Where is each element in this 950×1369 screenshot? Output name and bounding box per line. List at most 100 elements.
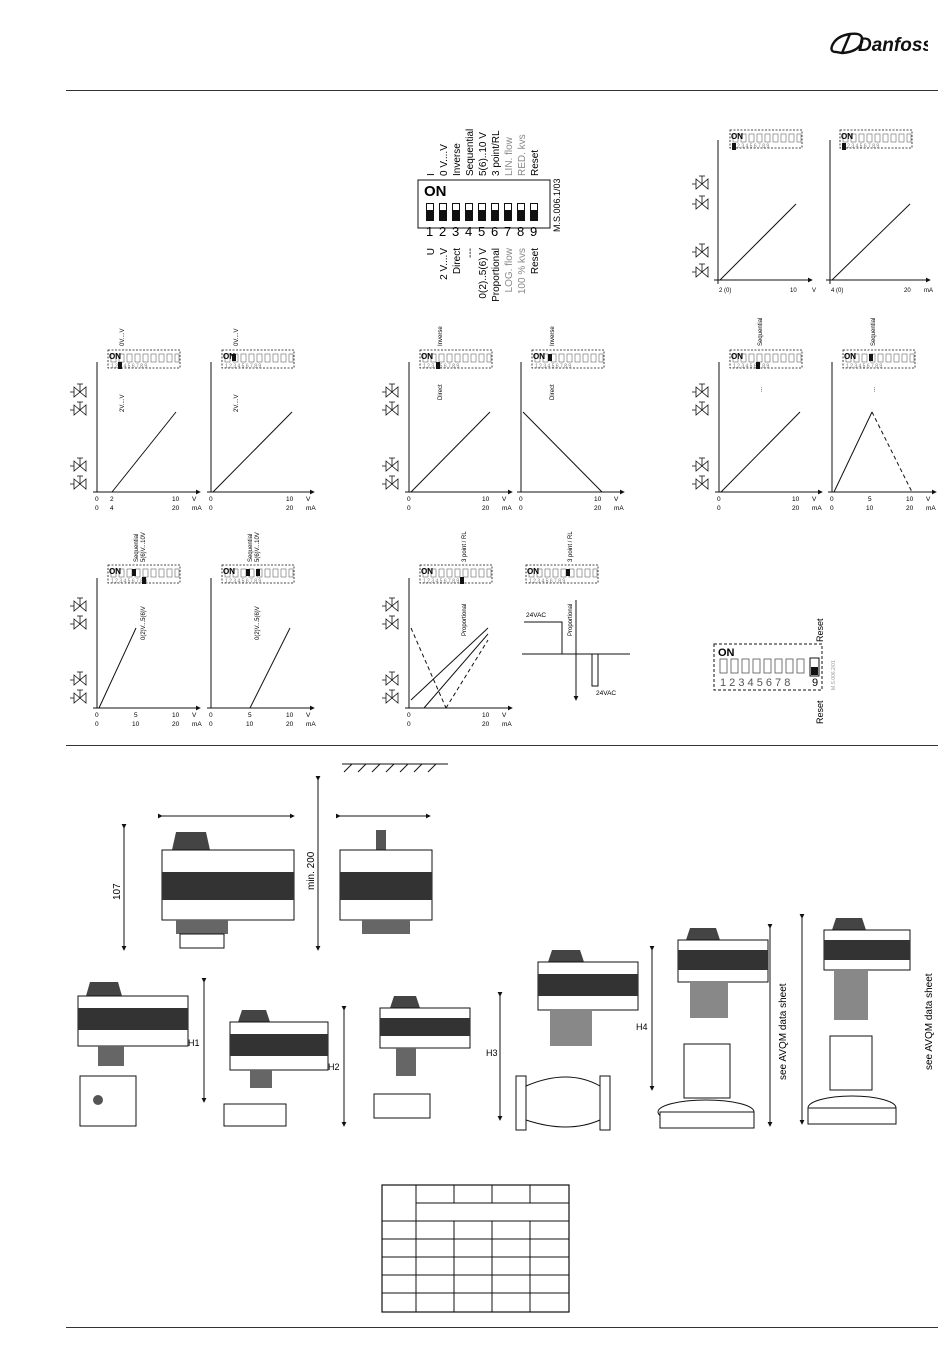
- svg-text:0: 0: [95, 721, 99, 728]
- svg-text:0(2)V...5(6)V: 0(2)V...5(6)V: [255, 606, 261, 640]
- svg-text:0: 0: [95, 505, 99, 512]
- svg-text:ON: ON: [533, 352, 545, 361]
- svg-text:0: 0: [407, 712, 411, 719]
- svg-text:0: 0: [407, 721, 411, 728]
- svg-text:...: ...: [871, 387, 877, 392]
- svg-text:10: 10: [172, 712, 180, 719]
- svg-text:20: 20: [482, 505, 490, 512]
- footer-rule: [66, 1327, 938, 1328]
- valve-assembly-h3: H3: [373, 991, 503, 1121]
- svg-text:Sequential: Sequential: [871, 318, 877, 346]
- dip-bottom-8: 100 % kvs: [517, 248, 528, 294]
- svg-text:Sequential: Sequential: [758, 318, 764, 346]
- dip-bottom-5: 0(2)..5(6) V: [478, 248, 489, 299]
- svg-text:V: V: [812, 496, 817, 503]
- dip-top-4: Sequential: [465, 129, 476, 176]
- actuator-side-view: 107: [112, 813, 295, 951]
- svg-text:0: 0: [830, 505, 834, 512]
- valve-assembly-h1: H1: [77, 977, 207, 1127]
- svg-text:10: 10: [286, 712, 294, 719]
- svg-text:5: 5: [868, 496, 872, 503]
- dip-num-6: 6: [491, 224, 498, 239]
- svg-text:ON: ON: [731, 132, 743, 141]
- svg-text:0: 0: [519, 496, 523, 503]
- svg-text:10: 10: [482, 496, 490, 503]
- svg-text:mA: mA: [926, 505, 936, 512]
- svg-text:5(6)V...10V: 5(6)V...10V: [255, 532, 261, 562]
- svg-text:ON: ON: [844, 352, 856, 361]
- svg-text:Reset: Reset: [815, 618, 825, 642]
- svg-text:0: 0: [830, 496, 834, 503]
- svg-text:0: 0: [209, 496, 213, 503]
- svg-text:5: 5: [134, 712, 138, 719]
- dip-num-1: 1: [426, 224, 433, 239]
- svg-text:10: 10: [246, 721, 254, 728]
- dip-code: M.S.006.1/03: [552, 178, 562, 232]
- svg-text:2: 2: [110, 496, 114, 503]
- svg-text:ON: ON: [718, 647, 735, 659]
- dip-bottom-1: U: [426, 248, 437, 255]
- dip-bottom-4: ---: [465, 248, 476, 258]
- svg-text:0: 0: [209, 712, 213, 719]
- dim-min-200: min. 200: [306, 851, 317, 890]
- svg-text:4: 4: [110, 505, 114, 512]
- svg-text:ON: ON: [223, 352, 235, 361]
- svg-text:V: V: [926, 496, 931, 503]
- svg-text:mA: mA: [614, 505, 624, 512]
- svg-text:24VAC: 24VAC: [526, 612, 546, 619]
- graph-sequential-split-a: ON Sequential 5(6)V...10V 0(2)V...5(6)V …: [69, 532, 202, 728]
- svg-text:20: 20: [172, 505, 180, 512]
- ui-v-tick-1: 10: [790, 288, 797, 294]
- svg-text:10: 10: [594, 496, 602, 503]
- svg-text:Reset: Reset: [815, 700, 825, 724]
- svg-text:0: 0: [407, 496, 411, 503]
- ui-ma-tick-2: mA: [924, 288, 933, 294]
- svg-text:3 point / RL: 3 point / RL: [568, 531, 574, 562]
- valve-assembly-h4: H4: [515, 945, 655, 1131]
- dimension-table: [381, 1184, 570, 1313]
- dip-switch-panel: ON 1 2 3 4 5 6 7 8 9 M.S.006.1/03 I 0 V.…: [417, 129, 562, 302]
- graph-ui-current: ON 4 (0) 20 mA: [826, 129, 933, 294]
- dip-top-9: Reset: [530, 150, 541, 176]
- valve-assembly-avqm-left: see AVQM data sheet: [657, 923, 789, 1129]
- dip-num-2: 2: [439, 224, 446, 239]
- logo-text: Danfoss: [858, 35, 928, 56]
- svg-text:20: 20: [906, 505, 914, 512]
- svg-text:0V....V: 0V....V: [120, 329, 126, 346]
- svg-text:V: V: [192, 712, 197, 719]
- svg-text:see AVQM data sheet: see AVQM data sheet: [778, 983, 789, 1080]
- dip-num-4: 4: [465, 224, 472, 239]
- svg-text:5(6)V...10V: 5(6)V...10V: [141, 532, 147, 562]
- svg-text:9: 9: [812, 677, 818, 689]
- svg-text:mA: mA: [192, 721, 202, 728]
- valve-assembly-avqm-right: see AVQM data sheet: [799, 913, 935, 1125]
- dip-on-label: ON: [424, 183, 447, 200]
- actuator-front-view: min. 200: [306, 763, 448, 951]
- svg-text:H2: H2: [328, 1062, 340, 1072]
- svg-text:0: 0: [717, 496, 721, 503]
- svg-text:H4: H4: [636, 1022, 648, 1032]
- graph-3point: ON 3 point / RL Proportional 24VAC 24VAC: [522, 531, 630, 701]
- svg-text:0: 0: [407, 505, 411, 512]
- dip-num-8: 8: [517, 224, 524, 239]
- svg-text:3 point / RL: 3 point / RL: [462, 531, 468, 562]
- svg-text:ON: ON: [421, 352, 433, 361]
- svg-text:V: V: [306, 496, 311, 503]
- dip-bottom-2: 2 V....V: [439, 248, 450, 280]
- svg-text:Inverse: Inverse: [550, 326, 556, 346]
- svg-text:Sequential: Sequential: [134, 534, 140, 562]
- svg-text:10: 10: [172, 496, 180, 503]
- svg-text:10: 10: [482, 712, 490, 719]
- svg-text:ON: ON: [223, 567, 235, 576]
- dip-num-5: 5: [478, 224, 485, 239]
- svg-text:H3: H3: [486, 1048, 498, 1058]
- ui-ma-tick-1: 20: [904, 288, 911, 294]
- svg-text:20: 20: [594, 505, 602, 512]
- svg-text:2V....V: 2V....V: [120, 395, 126, 412]
- svg-text:V: V: [306, 712, 311, 719]
